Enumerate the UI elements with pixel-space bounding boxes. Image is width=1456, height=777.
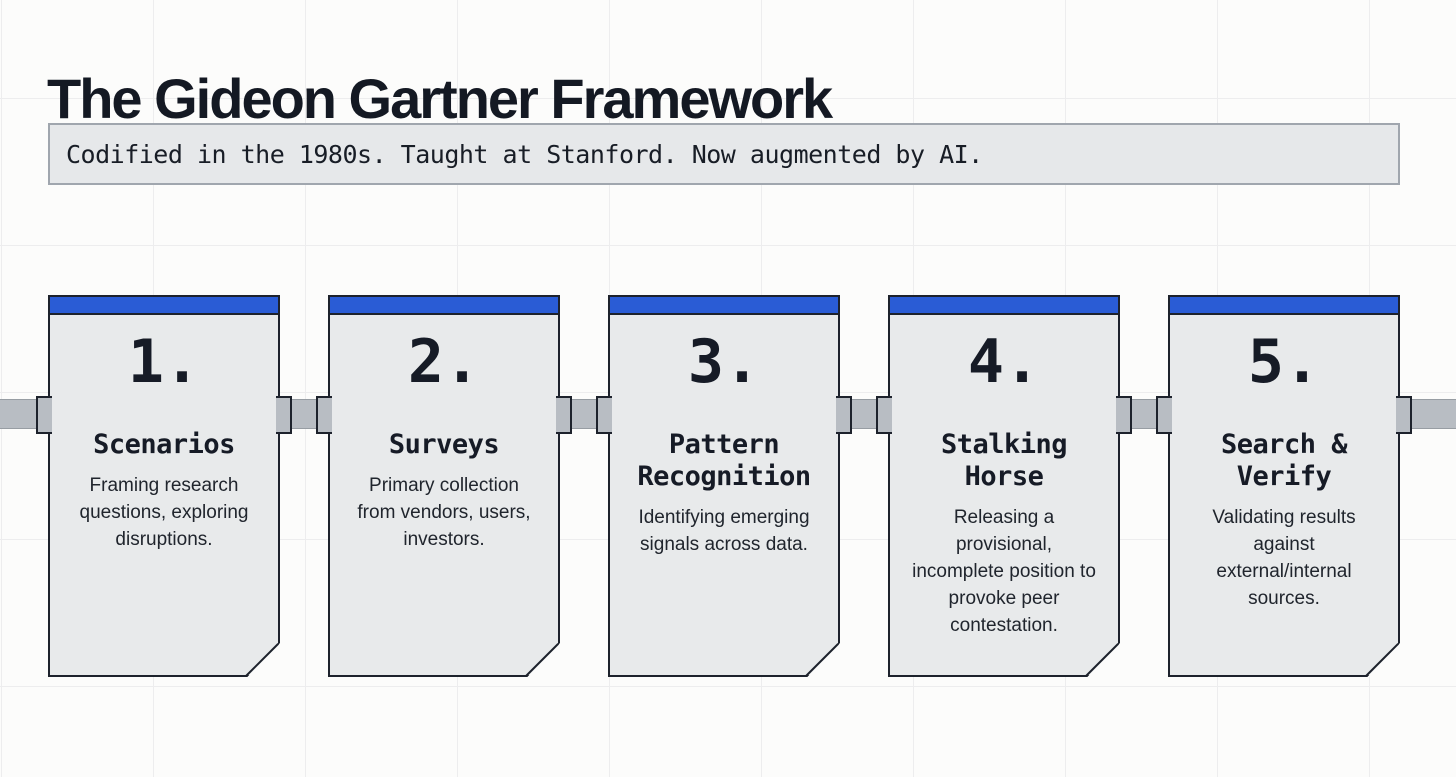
step-number: 3.: [687, 327, 761, 397]
connector-tab-left: [596, 396, 612, 434]
connector-tab-right: [836, 396, 852, 434]
step-title: Search & Verify: [1220, 429, 1348, 492]
step-description: Releasing a provisional, incomplete posi…: [912, 507, 1096, 636]
connector-tab-left: [36, 396, 52, 434]
step-description: Framing research questions, exploring di…: [79, 475, 249, 550]
step-number: 5.: [1247, 327, 1321, 397]
step-description: Primary collection from vendors, users, …: [357, 475, 531, 550]
card-accent-bar: [1170, 297, 1398, 315]
step-title: Scenarios: [93, 429, 235, 460]
step-number: 2.: [407, 327, 481, 397]
step-title: Stalking Horse: [940, 429, 1068, 492]
connector-tab-right: [556, 396, 572, 434]
step-card-1: 1. Scenarios Framing research questions,…: [36, 295, 292, 677]
step-card-3: 3. Pattern Recognition Identifying emerg…: [596, 295, 852, 677]
step-description: Identifying emerging signals across data…: [638, 507, 810, 555]
card-accent-bar: [890, 297, 1118, 315]
step-number: 4.: [967, 327, 1041, 397]
step-number: 1.: [127, 327, 201, 397]
step-card-5: 5. Search & Verify Validating results ag…: [1156, 295, 1412, 677]
step-description: Validating results against external/inte…: [1212, 507, 1356, 609]
step-card-4: 4. Stalking Horse Releasing a provisiona…: [876, 295, 1132, 677]
card-accent-bar: [50, 297, 278, 315]
step-title: Pattern Recognition: [637, 429, 811, 492]
subtitle-banner: Codified in the 1980s. Taught at Stanfor…: [48, 123, 1400, 185]
connector-tab-left: [316, 396, 332, 434]
connector-tab-right: [1116, 396, 1132, 434]
connector-tab-left: [1156, 396, 1172, 434]
page-title: The Gideon Gartner Framework: [47, 66, 833, 130]
steps-row: 1. Scenarios Framing research questions,…: [0, 295, 1456, 677]
connector-tab-right: [1396, 396, 1412, 434]
subtitle-text: Codified in the 1980s. Taught at Stanfor…: [66, 139, 983, 169]
card-accent-bar: [610, 297, 838, 315]
step-card-2: 2. Surveys Primary collection from vendo…: [316, 295, 572, 677]
connector-tab-left: [876, 396, 892, 434]
card-accent-bar: [330, 297, 558, 315]
step-title: Surveys: [388, 429, 500, 460]
connector-tab-right: [276, 396, 292, 434]
